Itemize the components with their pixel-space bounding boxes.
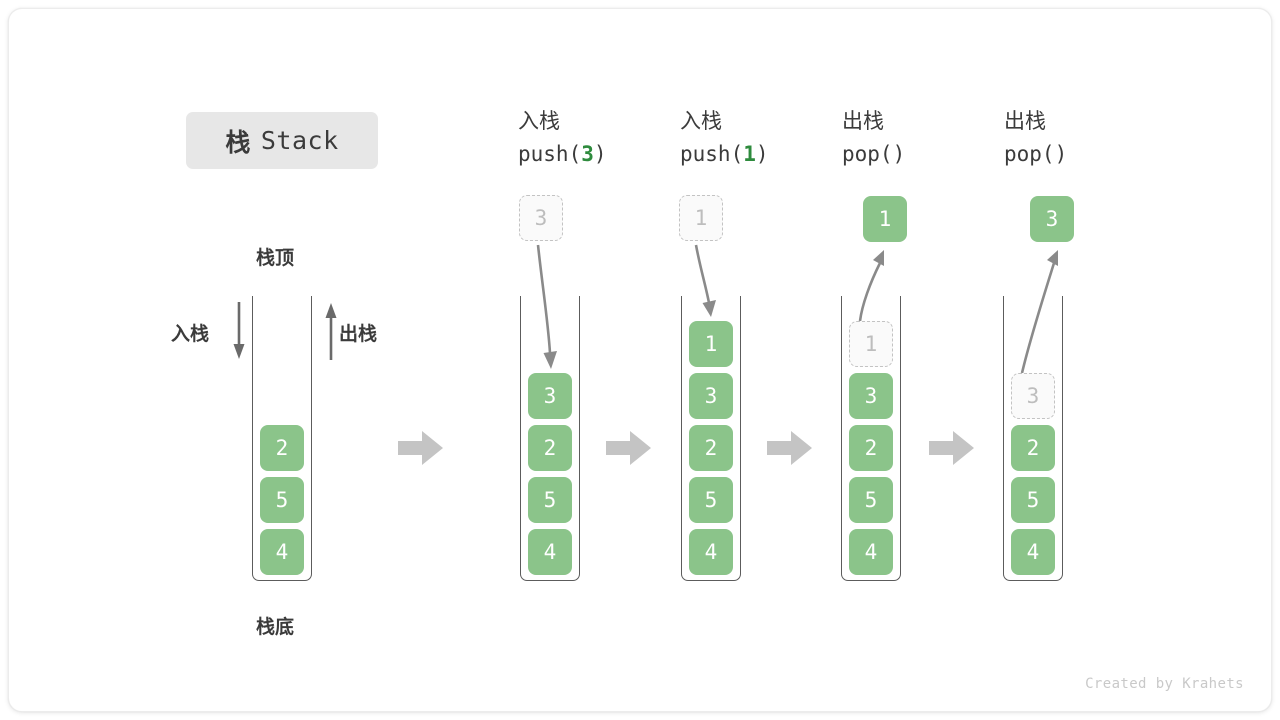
step-stack-cell: 2 [528, 425, 572, 471]
call-suffix: ) [593, 142, 607, 166]
step-stack-cell: 1 [849, 321, 893, 367]
step-stack-cell: 1 [689, 321, 733, 367]
step-stack-cell: 4 [849, 529, 893, 575]
step-stack-tube [520, 296, 580, 581]
diagram-title-badge: 栈 Stack [186, 112, 378, 169]
flow-arrow [606, 428, 652, 468]
step-op-call: pop() [1004, 137, 1067, 171]
step-stack-cell: 3 [689, 373, 733, 419]
step-label: 出栈 pop() [842, 107, 905, 171]
step-stack-cell: 5 [849, 477, 893, 523]
step-op-cjk: 出栈 [842, 110, 884, 133]
floating-value-cell: 1 [863, 196, 907, 242]
step-stack-cell: 5 [689, 477, 733, 523]
pop-direction-arrow [320, 300, 342, 362]
step-op-cjk: 出栈 [1004, 110, 1046, 133]
step-stack-cell: 5 [1011, 477, 1055, 523]
step-label: 入栈 push(3) [518, 107, 607, 171]
step-stack-tube [681, 296, 741, 581]
step-label: 入栈 push(1) [680, 107, 769, 171]
credit-text: Created by Krahets [1085, 676, 1244, 692]
step-stack-cell: 4 [1011, 529, 1055, 575]
call-arg: 3 [581, 142, 594, 166]
flow-arrow [398, 428, 444, 468]
call-arg: 1 [743, 142, 756, 166]
pop-motion-arrow [1008, 247, 1068, 375]
call-prefix: push( [680, 142, 744, 166]
step-stack-cell: 2 [1011, 425, 1055, 471]
call-prefix: pop( [1004, 142, 1055, 166]
step-label: 出栈 pop() [1004, 107, 1067, 171]
base-stack-cell: 5 [260, 477, 304, 523]
base-stack-cell: 4 [260, 529, 304, 575]
step-op-call: push(3) [518, 137, 607, 171]
step-op-cjk: 入栈 [680, 110, 722, 133]
flow-arrow [929, 428, 975, 468]
flow-arrow [767, 428, 813, 468]
step-stack-tube [841, 296, 901, 581]
stack-bottom-label: 栈底 [256, 617, 295, 638]
base-stack-cell: 2 [260, 425, 304, 471]
title-latin: Stack [260, 126, 339, 155]
step-stack-cell: 3 [849, 373, 893, 419]
step-stack-tube [1003, 296, 1063, 581]
push-motion-arrow [690, 243, 730, 321]
step-op-call: pop() [842, 137, 905, 171]
call-prefix: push( [518, 142, 582, 166]
pop-motion-arrow [846, 247, 892, 323]
step-stack-cell: 4 [528, 529, 572, 575]
floating-value-cell: 1 [679, 195, 723, 241]
push-direction-label: 入栈 [171, 324, 210, 345]
push-direction-arrow [228, 300, 250, 362]
pop-direction-label: 出栈 [339, 324, 378, 345]
floating-value-cell: 3 [1030, 196, 1074, 242]
call-suffix: ) [892, 142, 906, 166]
step-stack-cell: 5 [528, 477, 572, 523]
step-stack-cell: 2 [689, 425, 733, 471]
call-suffix: ) [755, 142, 769, 166]
step-stack-cell: 4 [689, 529, 733, 575]
step-op-cjk: 入栈 [518, 110, 560, 133]
title-cjk: 栈 [225, 128, 251, 157]
step-stack-cell: 2 [849, 425, 893, 471]
step-stack-cell: 3 [1011, 373, 1055, 419]
push-motion-arrow [530, 243, 570, 373]
call-prefix: pop( [842, 142, 893, 166]
step-stack-cell: 3 [528, 373, 572, 419]
step-op-call: push(1) [680, 137, 769, 171]
base-stack-tube [252, 296, 312, 581]
stack-top-label: 栈顶 [256, 248, 295, 269]
call-suffix: ) [1054, 142, 1068, 166]
floating-value-cell: 3 [519, 195, 563, 241]
